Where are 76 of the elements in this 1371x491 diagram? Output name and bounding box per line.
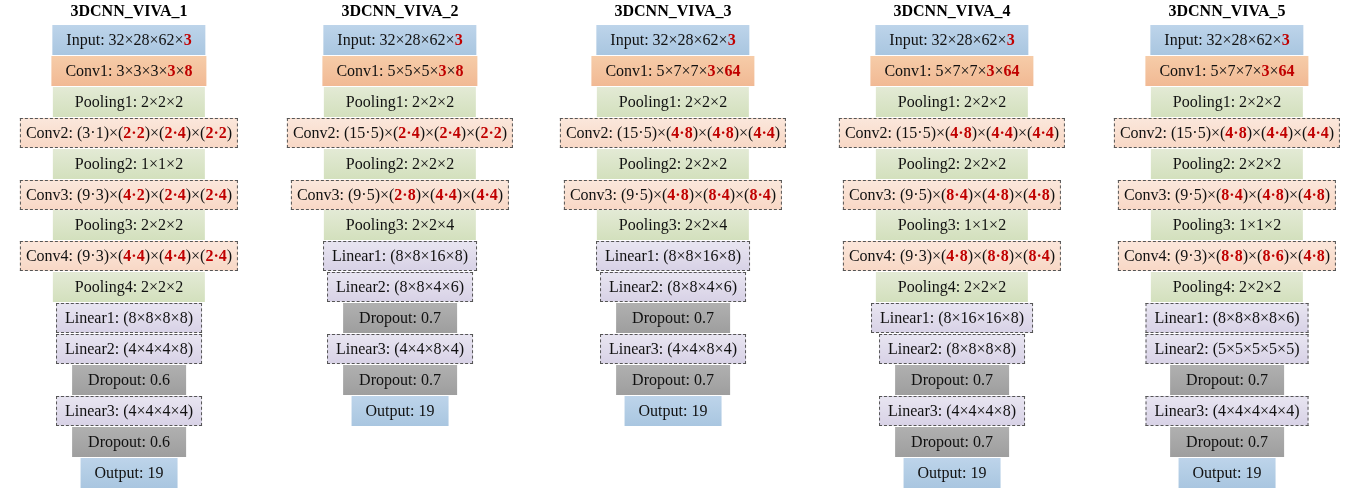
dropout-layer-box: Dropout: 0.7 bbox=[616, 303, 730, 334]
column-title: 3DCNN_VIVA_5 bbox=[1168, 1, 1286, 21]
linear-layer-box: Linear2: (8×8×4×6) bbox=[327, 272, 473, 303]
column-title: 3DCNN_VIVA_1 bbox=[70, 1, 188, 21]
dropout-layer-box: Dropout: 0.7 bbox=[343, 364, 457, 395]
conv-layer-box: Conv3: (9·5)×(8·4)×(4·8)×(4·8) bbox=[842, 179, 1062, 210]
pooling-layer-box: Pooling1: 2×2×2 bbox=[875, 86, 1029, 117]
linear-layer-box: Linear1: (8×8×16×8) bbox=[323, 241, 477, 272]
conv-layer-box: Conv4: (9·3)×(4·8)×(8·8)×(8·4) bbox=[842, 241, 1062, 272]
dropout-layer-box: Dropout: 0.7 bbox=[895, 364, 1009, 395]
conv-layer-box: Conv3: (9·5)×(2·8)×(4·4)×(4·4) bbox=[290, 179, 510, 210]
input-layer-box: Input: 32×28×62×3 bbox=[596, 25, 750, 55]
conv-layer-box: Conv1: 3×3×3×3×8 bbox=[51, 55, 207, 86]
column-title: 3DCNN_VIVA_4 bbox=[893, 1, 1011, 21]
linear-layer-box: Linear3: (4×4×4×4) bbox=[56, 395, 202, 426]
linear-layer-box: Linear1: (8×8×8×8) bbox=[56, 303, 202, 334]
linear-layer-box: Linear3: (4×4×8×4) bbox=[600, 334, 746, 364]
output-layer-box: Output: 19 bbox=[1178, 457, 1276, 488]
pooling-layer-box: Pooling3: 1×1×2 bbox=[1150, 210, 1304, 241]
conv-layer-box: Conv1: 5×7×7×3×64 bbox=[870, 55, 1034, 86]
column-title: 3DCNN_VIVA_2 bbox=[341, 1, 459, 21]
column-title: 3DCNN_VIVA_3 bbox=[614, 1, 732, 21]
conv-layer-box: Conv3: (9·5)×(4·8)×(8·4)×(8·4) bbox=[563, 179, 783, 210]
pooling-layer-box: Pooling2: 2×2×2 bbox=[1150, 148, 1304, 179]
pooling-layer-box: Pooling3: 1×1×2 bbox=[875, 210, 1029, 241]
pooling-layer-box: Pooling1: 2×2×2 bbox=[52, 86, 206, 117]
pooling-layer-box: Pooling2: 1×1×2 bbox=[52, 148, 206, 179]
pooling-layer-box: Pooling4: 2×2×2 bbox=[875, 272, 1029, 303]
dropout-layer-box: Dropout: 0.7 bbox=[616, 364, 730, 395]
linear-layer-box: Linear2: (8×8×8×8) bbox=[879, 334, 1025, 364]
pooling-layer-box: Pooling4: 2×2×2 bbox=[52, 272, 206, 303]
input-layer-box: Input: 32×28×62×3 bbox=[52, 25, 206, 55]
linear-layer-box: Linear2: (4×4×4×8) bbox=[56, 334, 202, 364]
pooling-layer-box: Pooling3: 2×2×2 bbox=[52, 210, 206, 241]
pooling-layer-box: Pooling1: 2×2×2 bbox=[596, 86, 750, 117]
pooling-layer-box: Pooling2: 2×2×2 bbox=[596, 148, 750, 179]
input-layer-box: Input: 32×28×62×3 bbox=[323, 25, 477, 55]
conv-layer-box: Conv1: 5×7×7×3×64 bbox=[591, 55, 755, 86]
dropout-layer-box: Dropout: 0.7 bbox=[343, 303, 457, 334]
dropout-layer-box: Dropout: 0.7 bbox=[1170, 426, 1284, 457]
linear-layer-box: Linear3: (4×4×8×4) bbox=[327, 334, 473, 364]
dropout-layer-box: Dropout: 0.6 bbox=[72, 364, 186, 395]
conv-layer-box: Conv2: (15·5)×(2·4)×(2·4)×(2·2) bbox=[286, 117, 514, 148]
conv-layer-box: Conv2: (15·5)×(4·8)×(4·4)×(4·4) bbox=[1113, 117, 1341, 148]
linear-layer-box: Linear1: (8×16×16×8) bbox=[871, 303, 1033, 334]
output-layer-box: Output: 19 bbox=[351, 395, 449, 426]
output-layer-box: Output: 19 bbox=[903, 457, 1001, 488]
pooling-layer-box: Pooling1: 2×2×2 bbox=[1150, 86, 1304, 117]
conv-layer-box: Conv4: (9·3)×(8·8)×(8·6)×(4·8) bbox=[1117, 241, 1337, 272]
linear-layer-box: Linear1: (8×8×16×8) bbox=[596, 241, 750, 272]
linear-layer-box: Linear3: (4×4×4×4×4) bbox=[1145, 395, 1309, 426]
conv-layer-box: Conv1: 5×5×5×3×8 bbox=[322, 55, 478, 86]
linear-layer-box: Linear2: (8×8×4×6) bbox=[600, 272, 746, 303]
dropout-layer-box: Dropout: 0.6 bbox=[72, 426, 186, 457]
input-layer-box: Input: 32×28×62×3 bbox=[1150, 25, 1304, 55]
conv-layer-box: Conv3: (9·5)×(8·4)×(4·8)×(4·8) bbox=[1117, 179, 1337, 210]
linear-layer-box: Linear1: (8×8×8×8×6) bbox=[1145, 303, 1309, 334]
conv-layer-box: Conv1: 5×7×7×3×64 bbox=[1145, 55, 1309, 86]
pooling-layer-box: Pooling4: 2×2×2 bbox=[1150, 272, 1304, 303]
linear-layer-box: Linear2: (5×5×5×5×5) bbox=[1145, 334, 1309, 364]
pooling-layer-box: Pooling2: 2×2×2 bbox=[323, 148, 477, 179]
pooling-layer-box: Pooling2: 2×2×2 bbox=[875, 148, 1029, 179]
dropout-layer-box: Dropout: 0.7 bbox=[1170, 364, 1284, 395]
pooling-layer-box: Pooling3: 2×2×4 bbox=[323, 210, 477, 241]
linear-layer-box: Linear3: (4×4×4×8) bbox=[879, 395, 1025, 426]
conv-layer-box: Conv2: (15·5)×(4·8)×(4·8)×(4·4) bbox=[559, 117, 787, 148]
conv-layer-box: Conv3: (9·3)×(4·2)×(2·4)×(2·4) bbox=[19, 179, 239, 210]
pooling-layer-box: Pooling1: 2×2×2 bbox=[323, 86, 477, 117]
conv-layer-box: Conv4: (9·3)×(4·4)×(4·4)×(2·4) bbox=[19, 241, 239, 272]
conv-layer-box: Conv2: (3·1)×(2·2)×(2·4)×(2·2) bbox=[19, 117, 239, 148]
dropout-layer-box: Dropout: 0.7 bbox=[895, 426, 1009, 457]
pooling-layer-box: Pooling3: 2×2×4 bbox=[596, 210, 750, 241]
conv-layer-box: Conv2: (15·5)×(4·8)×(4·4)×(4·4) bbox=[838, 117, 1066, 148]
output-layer-box: Output: 19 bbox=[624, 395, 722, 426]
input-layer-box: Input: 32×28×62×3 bbox=[875, 25, 1029, 55]
output-layer-box: Output: 19 bbox=[80, 457, 178, 488]
